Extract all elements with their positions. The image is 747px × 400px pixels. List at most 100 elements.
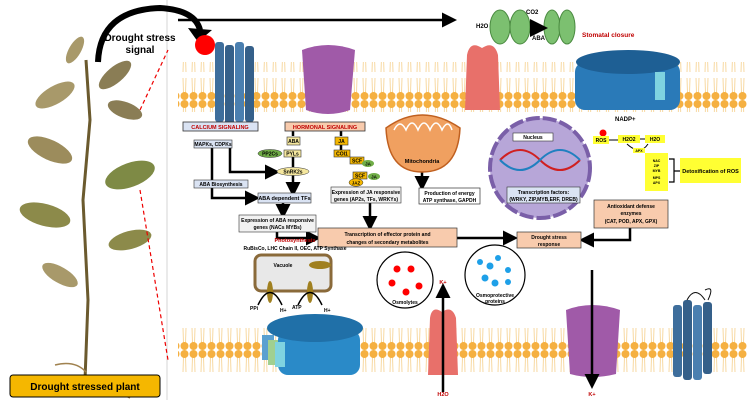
zoom-line-top	[139, 49, 169, 111]
mapk-label: MAPKs, CDPKs	[194, 142, 231, 148]
aba-label: ABA	[288, 139, 299, 145]
stomata-h2o: H2O	[476, 24, 489, 30]
aba-expression-2: genes (NACs MYBs)	[253, 225, 301, 231]
vacuole-label: Vacuole	[274, 263, 293, 269]
gpcr-receptor-bottom	[673, 288, 712, 380]
aba-tfs-box	[257, 192, 312, 204]
stomata-closed-icon	[543, 9, 576, 45]
gene-apx: APX	[653, 181, 661, 185]
aba-biosynthesis-box	[193, 179, 249, 189]
nadp-label: NADP+	[615, 117, 636, 123]
zoom-line-bottom	[139, 189, 169, 361]
osmoprotective-line-1: Osmoprotective	[476, 293, 514, 299]
signal-arrow	[95, 4, 203, 63]
aba-biosynthesis-label: ABA Biosynthesis	[199, 182, 242, 188]
ppi-label: PPi	[250, 306, 259, 312]
ja-oval-label-1: JA	[365, 162, 372, 167]
h2o2-label: H2O2	[622, 137, 635, 143]
antioxidant-line-2: enzymes	[620, 211, 641, 217]
effector-line-1: Transcription of effector protein and	[344, 232, 430, 238]
plant-label: Drought stressed plant	[30, 382, 140, 393]
stomata-co2: CO2	[526, 10, 539, 16]
k-in-label: K+	[439, 280, 446, 286]
atp-label: ATP	[292, 305, 302, 311]
hormonal-title: HORMONAL SIGNALING	[293, 125, 357, 131]
jaz-oval	[348, 178, 364, 187]
coi1-label: COI1	[336, 152, 348, 158]
coi1-box	[333, 149, 351, 158]
antioxidant-line-1: Antioxidant defense	[607, 204, 655, 210]
gene-nac: NAC	[653, 159, 661, 163]
response-line-1: Drought stress	[531, 235, 567, 241]
tf-line-1: Transcription factors:	[518, 190, 570, 196]
ros-genes-box	[645, 153, 668, 191]
stomatal-closure-label: Stomatal closure	[582, 32, 635, 39]
osmolytes-label: Osmolytes	[392, 300, 418, 306]
calcium-signaling-box: CALCIUM SIGNALING	[182, 121, 259, 132]
signal-label-1: Drought stress	[104, 33, 176, 44]
signal-molecule	[195, 35, 215, 55]
detox-label: Detoxification of ROS	[682, 169, 739, 175]
plant-illustration	[19, 36, 155, 399]
nucleus-label-box	[512, 132, 554, 142]
nucleus-label: Nucleus	[523, 135, 543, 141]
snrk2s-oval	[276, 167, 310, 176]
plant-label-box	[9, 374, 161, 398]
h2o-label: H2O	[650, 137, 660, 143]
snrk2s-label: SnRK2s	[283, 170, 302, 176]
photosynthesis-detail: RuBisCo, LHC Chain II, OEC, ATP Synthase	[244, 246, 347, 252]
gene-myb: MYB	[653, 169, 661, 173]
pyls-label: PYLs	[286, 152, 299, 158]
response-line-2: response	[538, 242, 560, 248]
apx-box	[633, 148, 645, 153]
scf-label-1: SCF	[352, 159, 362, 165]
h-plus-label-2: H+	[324, 308, 331, 314]
ja-oval-2	[368, 173, 380, 180]
aba-box	[286, 136, 301, 146]
effector-box	[317, 227, 458, 248]
energy-line-1: Production of energy	[424, 191, 475, 197]
gene-zip: ZIP	[654, 164, 660, 168]
mitochondria-label: Mitochondria	[405, 159, 440, 165]
stomata-aba: ABA	[532, 36, 546, 42]
signal-label-2: signal	[126, 45, 155, 56]
h-plus-label-1: H+	[280, 308, 287, 314]
pyls-box	[283, 149, 302, 158]
apx-label: APX	[635, 149, 643, 153]
energy-line-2: ATP synthase, GAPDH	[423, 198, 477, 204]
drought-response-box	[516, 231, 582, 249]
scf-label-2: SCF	[355, 174, 365, 180]
hormonal-signaling-box	[284, 121, 366, 132]
k-out-label: K+	[588, 392, 595, 398]
osmoprotective-line-2: proteins	[485, 299, 505, 305]
h2o2-box	[618, 135, 640, 143]
jaz-label: JAZ	[352, 181, 361, 186]
energy-box	[418, 187, 481, 205]
gene-mps: MPS	[653, 176, 661, 180]
ja-oval-1	[362, 160, 374, 167]
tf-line-2: (WRKY, ZIP,MYB,ERF, DREB)	[509, 197, 578, 203]
ja-expression-1: Expression of JA responsive	[332, 190, 401, 196]
aba-expression-1: Expression of ABA responsive	[241, 218, 314, 224]
calcium-title: CALCIUM SIGNALING	[191, 125, 248, 131]
aquaporin-top	[465, 45, 500, 110]
atpase-bottom	[262, 314, 363, 375]
photosynthesis-title: Photosynthesis	[275, 238, 316, 244]
ja-expression-box	[330, 186, 402, 204]
detox-box	[680, 158, 741, 183]
vacuole-icon	[253, 253, 333, 293]
aba-tfs-label: ABA dependent TFs	[258, 196, 310, 202]
scf-box-1	[349, 156, 365, 165]
mapk-box	[193, 139, 233, 149]
ros-box	[593, 136, 609, 144]
stomata-open-icon	[489, 9, 531, 45]
pp2cs-oval	[257, 149, 283, 158]
gpcr-receptor-top	[215, 42, 254, 127]
antioxidant-line-3: (CAT, POD, APX, GPX)	[605, 219, 658, 225]
pp2cs-label: PP2Cs	[262, 152, 278, 158]
ja-expression-2: genes (AP2s, TFs, WRKYs)	[334, 197, 399, 203]
aba-expression-box	[238, 214, 317, 233]
ion-channel-top	[302, 45, 355, 114]
ja-label: JA	[338, 139, 345, 145]
